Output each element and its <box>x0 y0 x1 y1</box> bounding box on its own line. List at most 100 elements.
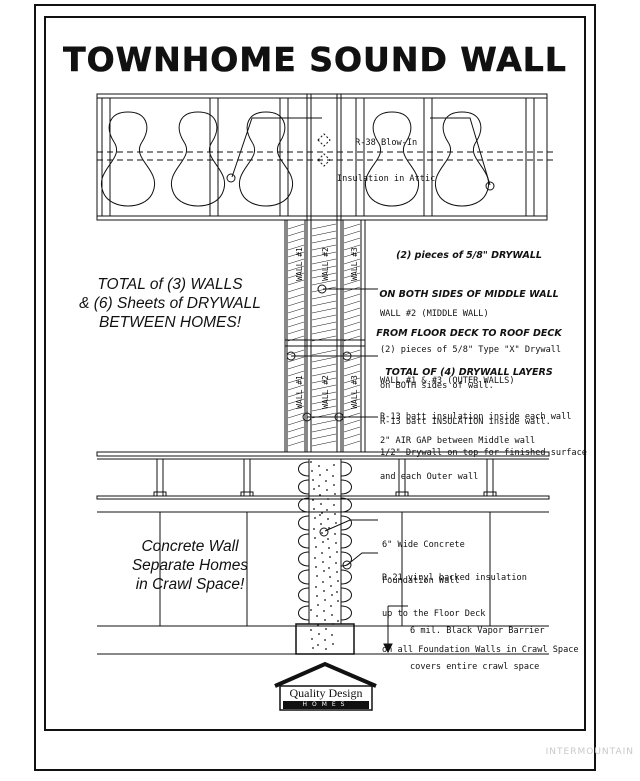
wall-2-label: WALL #2 <box>320 247 330 281</box>
concrete-speck <box>334 493 336 495</box>
concrete-speck <box>337 620 339 622</box>
insulation-hatch <box>343 356 361 363</box>
insulation-hatch <box>311 363 337 370</box>
concrete-speck <box>321 512 323 514</box>
concrete-speck <box>329 576 331 578</box>
insulation-hatch <box>311 300 337 307</box>
vapor-line: covers entire crawl space <box>410 662 540 672</box>
concrete-speck <box>323 570 325 572</box>
crawl-insulation-line: on all Foundation Walls in Crawl Space <box>382 645 579 655</box>
crawl-insulation-loop <box>298 551 310 567</box>
insulation-hatch <box>311 237 337 244</box>
concrete-speck <box>322 581 324 583</box>
insulation-hatch <box>343 293 361 300</box>
vapor-barrier-note: 6 mil. Black Vapor Barrier covers entire… <box>410 601 545 685</box>
concrete-speck <box>312 647 314 649</box>
insulation-hatch <box>311 321 337 328</box>
concrete-speck <box>320 523 322 525</box>
air-gap-line: and each Outer wall <box>380 472 479 482</box>
concrete-speck <box>311 470 313 472</box>
crawl-insulation-loop <box>298 587 310 603</box>
insulation-hatch <box>311 230 337 237</box>
leader-lines <box>226 117 495 654</box>
concrete-speck <box>336 591 338 593</box>
concrete-speck <box>310 609 312 611</box>
insulation-hatch <box>343 433 361 440</box>
insulation-hatch <box>311 328 337 335</box>
concrete-speck <box>312 499 314 501</box>
outer-walls-line: 1/2" Drywall on top for finished surface <box>380 448 587 458</box>
insulation-loop <box>101 111 155 207</box>
inner-frame <box>44 16 586 731</box>
insulation-hatch <box>311 335 337 342</box>
concrete-speck <box>331 614 333 616</box>
insulation-hatch <box>287 307 305 314</box>
insulation-hatch <box>287 398 305 405</box>
crawl-insulation-note: R-21 vinyl backed insulation up to the F… <box>382 548 579 668</box>
concrete-speck <box>316 615 318 617</box>
concrete-speck <box>333 464 335 466</box>
wall-assembly <box>284 93 366 453</box>
concrete-speck <box>331 634 333 636</box>
insulation-hatch <box>287 335 305 342</box>
wall-3-label: WALL #3 <box>349 247 359 281</box>
crawl-insulation-loop <box>340 551 352 567</box>
insulation-hatch <box>287 405 305 412</box>
concrete-speck <box>313 508 315 510</box>
pier-post <box>156 458 164 497</box>
insulation-hatch <box>343 363 361 370</box>
insulation-hatch <box>311 426 337 433</box>
insulation-hatch <box>343 370 361 377</box>
insulation-hatch <box>287 356 305 363</box>
concrete-speck <box>328 567 330 569</box>
concrete-speck <box>321 532 323 534</box>
concrete-speck <box>318 465 320 467</box>
concrete-speck <box>316 575 318 577</box>
pier-cap <box>153 491 167 497</box>
insulation-hatch <box>311 405 337 412</box>
concrete-speck <box>332 623 334 625</box>
concrete-speck <box>332 643 334 645</box>
attic-label-line-1: R-38 Blow-In <box>355 138 418 148</box>
concrete-speck <box>331 594 333 596</box>
concrete-speck <box>329 556 331 558</box>
drywall-note-line: ON BOTH SIDES OF MIDDLE WALL <box>379 289 559 300</box>
insulation-hatch <box>311 258 337 265</box>
insulation-hatch <box>343 279 361 286</box>
outer-frame <box>34 4 596 771</box>
middle-wall-line: on BOTH sides of wall. <box>380 381 494 391</box>
concrete-speck <box>332 475 334 477</box>
insulation-hatch <box>311 433 337 440</box>
insulation-hatch <box>343 405 361 412</box>
insulation-loop <box>171 111 225 207</box>
summary-walls-line: & (6) Sheets of DRYWALL <box>79 295 261 312</box>
concrete-speck <box>317 644 319 646</box>
summary-walls-line: BETWEEN HOMES! <box>98 314 242 331</box>
concrete-speck <box>335 562 337 564</box>
crawl-insulation-loop <box>340 569 352 585</box>
concrete-speck <box>310 461 312 463</box>
insulation-hatch <box>343 377 361 384</box>
concrete-speck <box>334 513 336 515</box>
crawl-insulation-loop <box>298 479 310 495</box>
insulation-loop <box>239 111 293 207</box>
drywall-note-line: (2) pieces of 5/8" DRYWALL <box>396 250 542 261</box>
insulation-hatch <box>287 244 305 251</box>
drywall-note-line: FROM FLOOR DECK TO ROOF DECK <box>376 328 562 339</box>
outer-walls-note: WALL #1 & #3 (OUTER WALLS) R-13 batt ins… <box>380 351 587 471</box>
insulation-hatch <box>343 328 361 335</box>
insulation-hatch <box>287 258 305 265</box>
middle-wall-note: WALL #2 (MIDDLE WALL) (2) pieces of 5/8"… <box>380 284 561 440</box>
concrete-speck <box>337 580 339 582</box>
insulation-hatch <box>287 412 305 419</box>
concrete-speck <box>325 628 327 630</box>
concrete-speck <box>310 629 312 631</box>
insulation-hatch <box>343 251 361 258</box>
insulation-hatch <box>311 223 337 230</box>
insulation-hatch <box>343 244 361 251</box>
insulation-hatch <box>287 349 305 356</box>
insulation-hatch <box>311 265 337 272</box>
insulation-hatch <box>343 321 361 328</box>
concrete-speck <box>316 595 318 597</box>
